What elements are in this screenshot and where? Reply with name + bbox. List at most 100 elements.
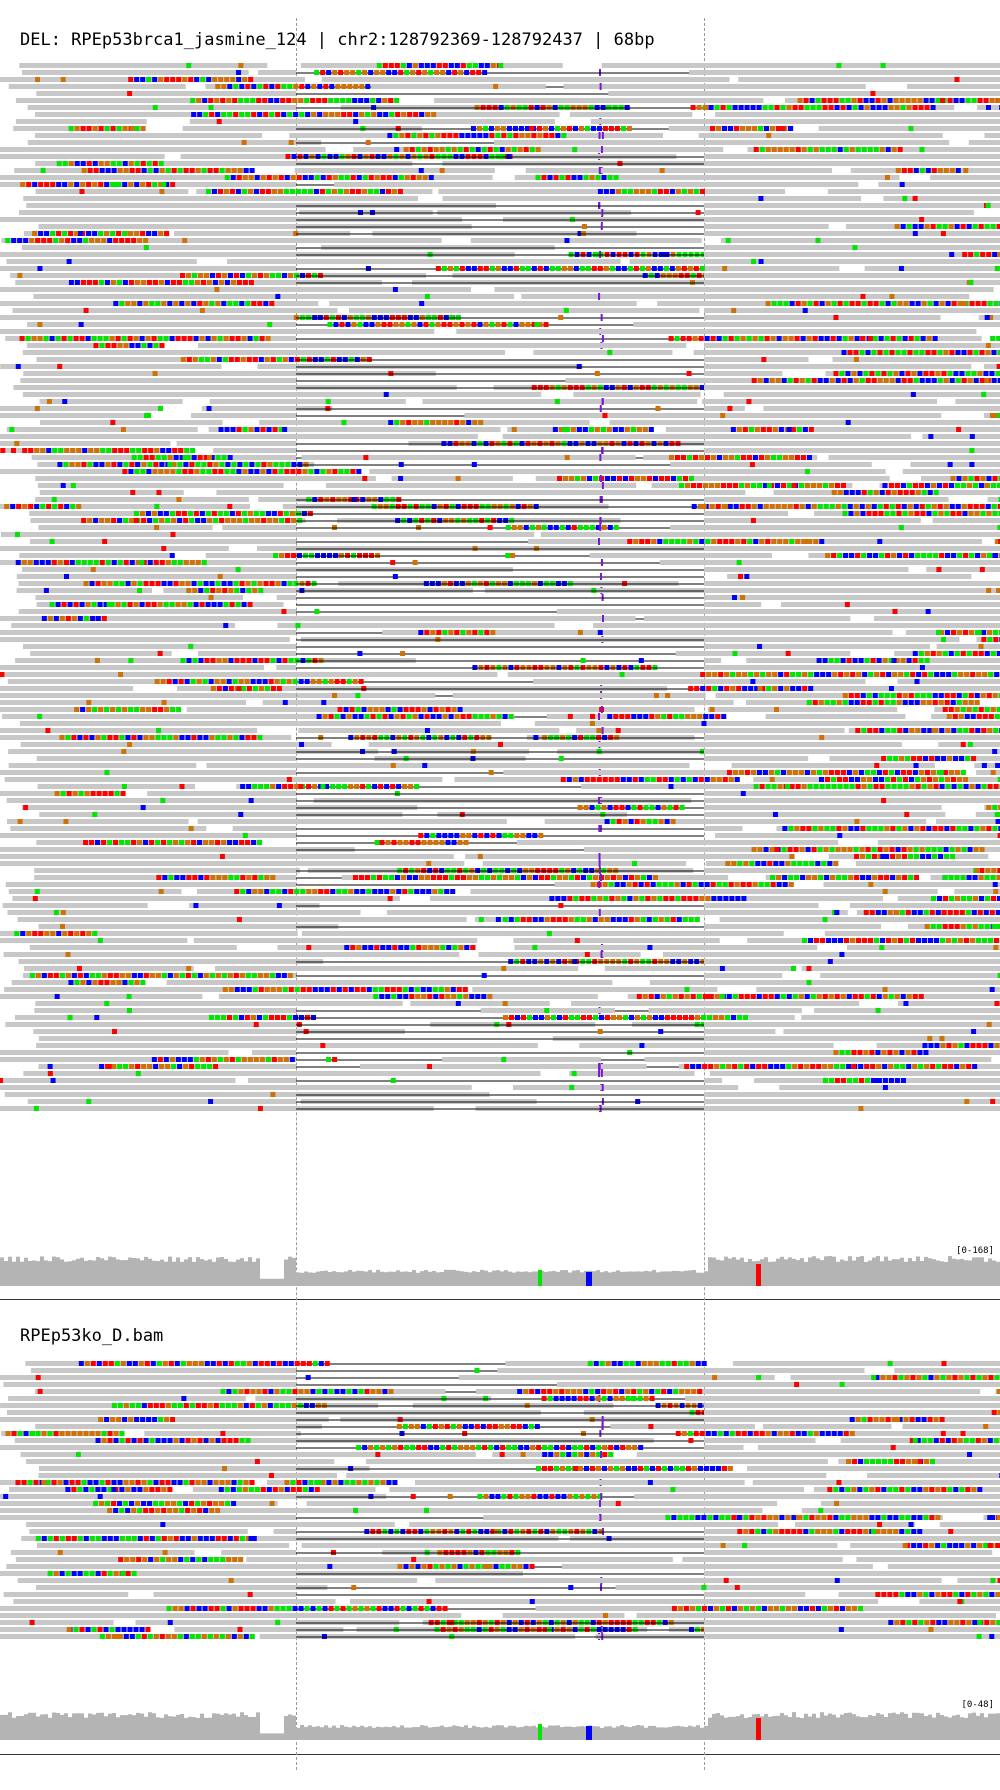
- mismatch-base: [423, 322, 429, 327]
- mismatch-base: [894, 105, 900, 110]
- mismatch-base: [983, 371, 989, 376]
- mismatch-base: [890, 875, 896, 880]
- mismatch-base: [388, 420, 394, 425]
- mismatch-base: [238, 679, 244, 684]
- mismatch-base: [890, 777, 896, 782]
- mismatch-base: [10, 504, 16, 509]
- mismatch-base: [862, 672, 868, 677]
- mismatch-base: [714, 483, 720, 488]
- mismatch-base: [842, 777, 848, 782]
- mismatch-base: [462, 987, 468, 992]
- mismatch-base: [406, 63, 412, 68]
- mismatch-base: [537, 133, 543, 138]
- mismatch-base: [376, 63, 382, 68]
- read: [670, 525, 1000, 530]
- mismatch-base: [987, 938, 993, 943]
- mismatch-base: [472, 420, 478, 425]
- mismatch-base: [700, 1015, 706, 1020]
- mismatch-base: [791, 483, 797, 488]
- mismatch-base: [699, 266, 705, 271]
- mismatch-base: [959, 910, 965, 915]
- mismatch-base: [209, 112, 215, 117]
- mismatch-base: [962, 700, 968, 705]
- mismatch-base: [275, 973, 281, 978]
- read: [334, 182, 859, 187]
- read: [276, 595, 296, 600]
- mismatch-base: [997, 378, 1000, 383]
- mismatch-base: [939, 553, 945, 558]
- mismatch-base: [453, 266, 459, 271]
- mismatch-base: [867, 301, 873, 306]
- mismatch-base: [964, 672, 970, 677]
- mismatch-base: [673, 714, 679, 719]
- mismatch-base: [366, 987, 372, 992]
- mismatch-base: [736, 1015, 742, 1020]
- mismatch-base: [562, 917, 568, 922]
- mismatch-base: [130, 490, 136, 495]
- mismatch-base: [643, 805, 649, 810]
- mismatch-base: [225, 518, 231, 523]
- mismatch-base: [956, 777, 962, 782]
- read: [0, 994, 203, 999]
- mismatch-base: [940, 98, 946, 103]
- mismatch-base: [887, 371, 893, 376]
- deletion-line: [296, 562, 704, 564]
- mismatch-base: [842, 875, 848, 880]
- read: [15, 98, 399, 103]
- mismatch-base: [607, 350, 613, 355]
- read: [704, 805, 942, 810]
- mismatch-base: [639, 896, 645, 901]
- mismatch-base: [411, 322, 417, 327]
- mismatch-base: [909, 784, 915, 789]
- mismatch-base: [706, 686, 712, 691]
- mismatch-base: [49, 602, 55, 607]
- mismatch-base: [258, 784, 264, 789]
- mismatch-base: [772, 686, 778, 691]
- mismatch-base: [912, 105, 918, 110]
- read: [723, 392, 1000, 397]
- mismatch-base: [965, 756, 971, 761]
- mismatch-base: [72, 791, 78, 796]
- mismatch-base: [254, 175, 260, 180]
- mismatch-base: [145, 336, 151, 341]
- mismatch-base: [985, 343, 991, 348]
- read: [0, 315, 296, 320]
- mismatch-base: [830, 336, 836, 341]
- mismatch-base: [856, 672, 862, 677]
- mismatch-base: [661, 714, 667, 719]
- mismatch-base: [227, 112, 233, 117]
- mismatch-base: [586, 917, 592, 922]
- mismatch-base: [0, 448, 6, 453]
- mismatch-base: [958, 714, 964, 719]
- mismatch-base: [960, 875, 966, 880]
- mismatch-base: [286, 1015, 292, 1020]
- mismatch-base: [991, 350, 997, 355]
- mismatch-base: [230, 280, 236, 285]
- deletion-line: [296, 800, 704, 802]
- mismatch-base: [167, 301, 173, 306]
- mismatch-base: [967, 350, 973, 355]
- deletion-line: [296, 520, 704, 522]
- mismatch-base: [700, 672, 706, 677]
- mismatch-base: [981, 637, 987, 642]
- mismatch-base: [128, 280, 134, 285]
- mismatch-base: [56, 231, 62, 236]
- mismatch-base: [209, 840, 215, 845]
- mismatch-base: [848, 826, 854, 831]
- panel1-title: DEL: RPEp53brca1_jasmine_124 | chr2:1287…: [20, 30, 655, 50]
- mismatch-base: [356, 945, 362, 950]
- read: [0, 665, 264, 670]
- mismatch-base: [428, 70, 434, 75]
- mismatch-base: [248, 427, 254, 432]
- mismatch-base: [967, 504, 973, 509]
- mismatch-base: [352, 98, 358, 103]
- mismatch-base: [215, 581, 221, 586]
- mismatch-base: [376, 875, 382, 880]
- mismatch-base: [739, 126, 745, 131]
- mismatch-base: [137, 588, 143, 593]
- mismatch-base: [118, 448, 124, 453]
- mismatch-base: [425, 112, 431, 117]
- mismatch-base: [347, 84, 353, 89]
- mismatch-base: [360, 784, 366, 789]
- mismatch-base: [963, 168, 969, 173]
